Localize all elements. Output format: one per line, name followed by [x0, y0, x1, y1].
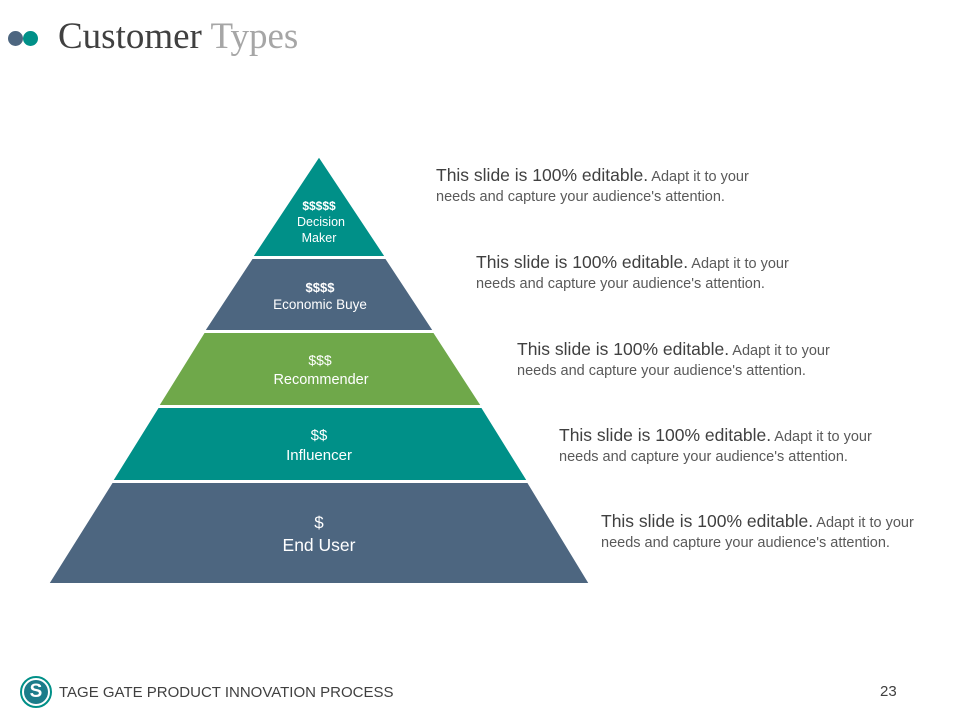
pyramid-level-recommender[interactable] [156, 331, 484, 407]
description-lead: This slide is 100% editable. [476, 252, 689, 272]
logo-letter: S [24, 680, 48, 704]
description-rest: Adapt it to your needs and capture your … [517, 343, 830, 379]
level-1-price: $$$$$ [302, 199, 336, 213]
page-number: 23 [880, 683, 897, 700]
pyramid-level-influencer[interactable] [110, 406, 530, 482]
description-lead: This slide is 100% editable. [559, 425, 772, 445]
level-5-description: This slide is 100% editable. Adapt it to… [601, 511, 946, 553]
pyramid-level-end-user[interactable] [46, 481, 592, 585]
level-1-description: This slide is 100% editable. Adapt it to… [436, 165, 781, 207]
footer-title: TAGE GATE PRODUCT INNOVATION PROCESS [59, 684, 394, 701]
level-3-label: Recommender [273, 372, 368, 388]
level-1-label-line1: Decision [297, 215, 345, 229]
description-lead: This slide is 100% editable. [517, 339, 730, 359]
level-5-label: End User [283, 535, 356, 555]
title-part-1: Customer [58, 16, 202, 57]
level-1-label-line2: Maker [302, 231, 337, 245]
company-logo-icon: S [20, 676, 52, 708]
description-rest: Adapt it to your needs and capture your … [601, 515, 914, 551]
description-rest: Adapt it to your needs and capture your … [436, 169, 749, 205]
description-lead: This slide is 100% editable. [601, 511, 814, 531]
level-5-price: $ [314, 513, 324, 532]
title-part-2: Types [210, 16, 299, 57]
level-2-description: This slide is 100% editable. Adapt it to… [476, 252, 821, 294]
description-rest: Adapt it to your needs and capture your … [476, 256, 789, 292]
level-2-price: $$$$ [306, 280, 336, 295]
slate-dot-icon [8, 31, 23, 46]
description-rest: Adapt it to your needs and capture your … [559, 429, 872, 465]
level-4-description: This slide is 100% editable. Adapt it to… [559, 425, 904, 467]
teal-dot-icon [23, 31, 38, 46]
level-2-label: Economic Buye [273, 297, 367, 312]
title-dots-icon [8, 31, 42, 47]
slide-title: Customer Types [58, 14, 298, 60]
level-4-price: $$ [311, 427, 328, 444]
level-3-price: $$$ [308, 352, 332, 368]
description-lead: This slide is 100% editable. [436, 165, 649, 185]
level-3-description: This slide is 100% editable. Adapt it to… [517, 339, 862, 381]
level-4-label: Influencer [286, 447, 352, 464]
